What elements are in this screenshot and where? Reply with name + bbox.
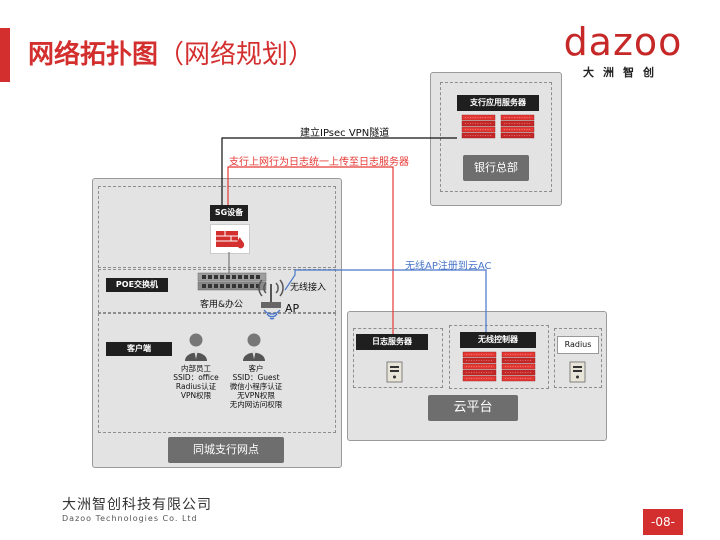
hq-inner-box — [440, 82, 552, 192]
sg-device-label: SG设备 — [210, 205, 248, 221]
footer-company-en: Dazoo Technologies Co. Ltd — [62, 514, 198, 523]
page-number: -08- — [643, 509, 683, 535]
ap-label: AP — [285, 302, 300, 315]
guest-info-line: 客户 — [248, 364, 264, 373]
page-title: 网络拓扑图（网络规划） — [28, 34, 314, 71]
branch-client-zone — [98, 313, 336, 433]
ipsec-tunnel-label: 建立IPsec VPN隧道 — [300, 128, 390, 139]
switch-caption: 客用&办公 — [200, 300, 244, 310]
footer-company-cn: 大洲智创科技有限公司 — [62, 497, 212, 513]
sg-firewall-icon — [210, 224, 250, 254]
radius-server-label: Radius — [557, 336, 599, 354]
page-title-sub: （网络规划） — [158, 40, 315, 70]
cloud-controller-box — [449, 325, 549, 389]
staff-info: 内部员工 SSID：office Radius认证 VPN权限 — [170, 364, 222, 400]
cloud-radius-box — [554, 328, 602, 388]
radius-server-icon — [568, 360, 588, 384]
ap-signal-icon — [262, 308, 282, 330]
company-logo: dazoo 大洲智创 — [558, 22, 688, 80]
client-zone-label: 客户端 — [106, 342, 172, 356]
poe-switch-label: POE交换机 — [106, 278, 168, 292]
hq-app-server-label: 支行应用服务器 — [457, 95, 539, 111]
guest-info-line: 微信小程序认证 — [229, 382, 283, 391]
wireless-ap-icon — [256, 276, 286, 312]
guest-info-line: 无内网访问权限 — [229, 400, 283, 409]
hq-region-label: 银行总部 — [463, 155, 529, 181]
staff-info-line: SSID：office — [173, 373, 219, 382]
title-accent-bar — [0, 28, 10, 82]
guest-info-line: 无VPN权限 — [237, 391, 275, 400]
logo-chinese-name: 大洲智创 — [583, 66, 663, 79]
branch-region-label: 同城支行网点 — [168, 437, 284, 463]
wireless-controller-label: 无线控制器 — [460, 332, 536, 348]
cloud-region-label: 云平台 — [428, 395, 518, 421]
guest-info: 客户 SSID：Guest 微信小程序认证 无VPN权限 无内网访问权限 — [220, 364, 292, 409]
guest-info-line: SSID：Guest — [232, 373, 280, 382]
log-server-icon — [385, 360, 405, 384]
staff-info-line: 内部员工 — [181, 364, 211, 373]
guest-user-icon — [242, 332, 266, 362]
staff-info-line: VPN权限 — [180, 391, 212, 400]
ap-register-label: 无线AP注册到云AC — [405, 261, 492, 272]
staff-info-line: Radius认证 — [175, 382, 217, 391]
log-upload-label: 支行上网行为日志统一上传至日志服务器 — [229, 157, 409, 168]
staff-user-icon — [184, 332, 208, 362]
page-title-main: 网络拓扑图 — [28, 40, 159, 70]
wireless-access-label: 无线接入 — [290, 283, 327, 293]
logo-wordmark: dazoo — [563, 20, 683, 64]
log-server-label: 日志服务器 — [356, 334, 428, 350]
